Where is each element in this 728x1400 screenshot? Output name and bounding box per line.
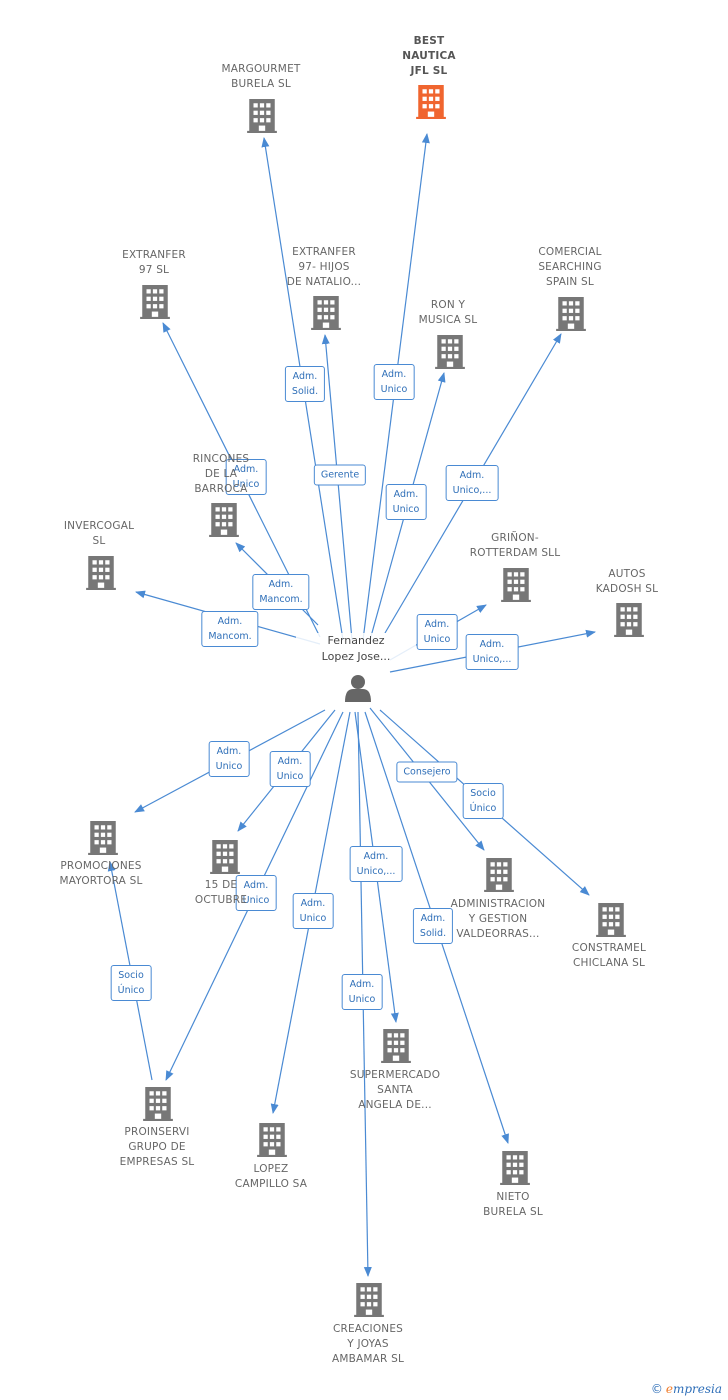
company-label-autos[interactable]: AUTOS KADOSH SL <box>595 568 659 595</box>
company-label-comercial[interactable]: COMERCIAL SEARCHING SPAIN SL <box>538 245 602 288</box>
building-icon-grinon[interactable] <box>501 568 531 602</box>
company-label-best[interactable]: BEST NAUTICA JFL SL <box>402 34 456 77</box>
company-label-quince[interactable]: 15 DE OCTUBRE <box>194 879 248 906</box>
edge-label-person-lopez[interactable]: Adm. Unico <box>292 893 334 929</box>
building-icon-ron[interactable] <box>435 335 465 369</box>
copyright-icon: © <box>650 1382 663 1396</box>
building-icon-administracion[interactable] <box>484 858 514 892</box>
edge-label-person-creaciones[interactable]: Adm. Unico <box>341 974 383 1010</box>
company-label-nieto[interactable]: NIETO BURELA SL <box>483 1191 543 1218</box>
building-icon-margourmet[interactable] <box>247 99 277 133</box>
person-icon[interactable] <box>345 675 371 702</box>
edge-person-extranfer97h <box>321 334 353 641</box>
building-icon-lopez[interactable] <box>257 1123 287 1157</box>
building-icon-quince[interactable] <box>210 840 240 874</box>
edge-label-person-quince[interactable]: Adm. Unico <box>269 751 311 787</box>
company-label-proinservi[interactable]: PROINSERVI GRUPO DE EMPRESAS SL <box>119 1125 195 1168</box>
building-icon-invercogal[interactable] <box>86 556 116 590</box>
company-label-constramel[interactable]: CONSTRAMEL CHICLANA SL <box>571 942 647 969</box>
building-icon-promociones[interactable] <box>88 821 118 855</box>
edge-label-person-autos[interactable]: Adm. Unico,... <box>465 634 519 670</box>
edge-label-person-ron[interactable]: Adm. Unico <box>385 484 427 520</box>
edge-label-person-promociones[interactable]: Adm. Unico <box>208 741 250 777</box>
building-icon-supermercado[interactable] <box>381 1029 411 1063</box>
company-label-creaciones[interactable]: CREACIONES Y JOYAS AMBAMAR SL <box>331 1322 405 1365</box>
edge-label-person-rincones[interactable]: Adm. Mancom. <box>252 574 310 610</box>
edge-label-person-proinservi[interactable]: Adm. Unico <box>235 875 277 911</box>
company-label-extranfer97h[interactable]: EXTRANFER 97- HIJOS DE NATALIO... <box>286 245 362 288</box>
edge-label-person-extranfer97[interactable]: Adm. Unico <box>225 459 267 495</box>
building-icon-proinservi[interactable] <box>143 1087 173 1121</box>
edge-label-person-best[interactable]: Adm. Unico <box>373 364 415 400</box>
building-icon-creaciones[interactable] <box>354 1283 384 1317</box>
edge-label-person-grinon[interactable]: Adm. Unico <box>416 614 458 650</box>
person-name-label[interactable]: Fernandez Lopez Jose... <box>296 633 416 665</box>
company-label-rincones[interactable]: RINCONES DE LA BARROCA <box>192 452 250 495</box>
company-label-invercogal[interactable]: INVERCOGAL SL <box>63 520 135 547</box>
building-icon-comercial[interactable] <box>556 297 586 331</box>
building-icon-nieto[interactable] <box>500 1151 530 1185</box>
company-label-margourmet[interactable]: MARGOURMET BURELA SL <box>221 63 301 90</box>
edge-label-person-comercial[interactable]: Adm. Unico,... <box>445 465 499 501</box>
company-label-supermercado[interactable]: SUPERMERCADO SANTA ANGELA DE... <box>349 1068 441 1111</box>
brand-logo-initial: e <box>665 1382 673 1396</box>
building-icon-best[interactable] <box>416 85 446 119</box>
edge-label-person-administracion[interactable]: Consejero <box>396 761 458 783</box>
building-icon-extranfer97h[interactable] <box>311 296 341 330</box>
edge-label-person-margourmet[interactable]: Adm. Solid. <box>284 366 326 402</box>
company-label-extranfer97[interactable]: EXTRANFER 97 SL <box>122 249 186 276</box>
company-label-promociones[interactable]: PROMOCIONES MAYORTORA SL <box>59 860 143 887</box>
edge-label-proinservi-promociones[interactable]: Socio Único <box>110 965 152 1001</box>
company-label-grinon[interactable]: GRIÑON- ROTTERDAM SLL <box>469 532 561 559</box>
brand-logo-text: mpresia <box>672 1382 722 1396</box>
building-icon-extranfer97[interactable] <box>140 285 170 319</box>
edge-label-person-constramel[interactable]: Socio Único <box>462 783 504 819</box>
building-icon-rincones[interactable] <box>209 503 239 537</box>
edge-label-person-extranfer97h[interactable]: Gerente <box>313 464 367 486</box>
brand-footer: ©empresia <box>651 1382 722 1396</box>
company-label-lopez[interactable]: LOPEZ CAMPILLO SA <box>234 1163 308 1190</box>
edge-label-person-nieto[interactable]: Adm. Solid. <box>412 908 454 944</box>
edge-label-person-supermercado[interactable]: Adm. Unico,... <box>349 846 403 882</box>
edge-label-person-invercogal[interactable]: Adm. Mancom. <box>201 611 259 647</box>
company-label-ron[interactable]: RON Y MUSICA SL <box>418 299 478 326</box>
building-icon-constramel[interactable] <box>596 903 626 937</box>
company-label-administracion[interactable]: ADMINISTRACION Y GESTION VALDEORRAS... <box>450 897 546 940</box>
building-icon-autos[interactable] <box>614 603 644 637</box>
